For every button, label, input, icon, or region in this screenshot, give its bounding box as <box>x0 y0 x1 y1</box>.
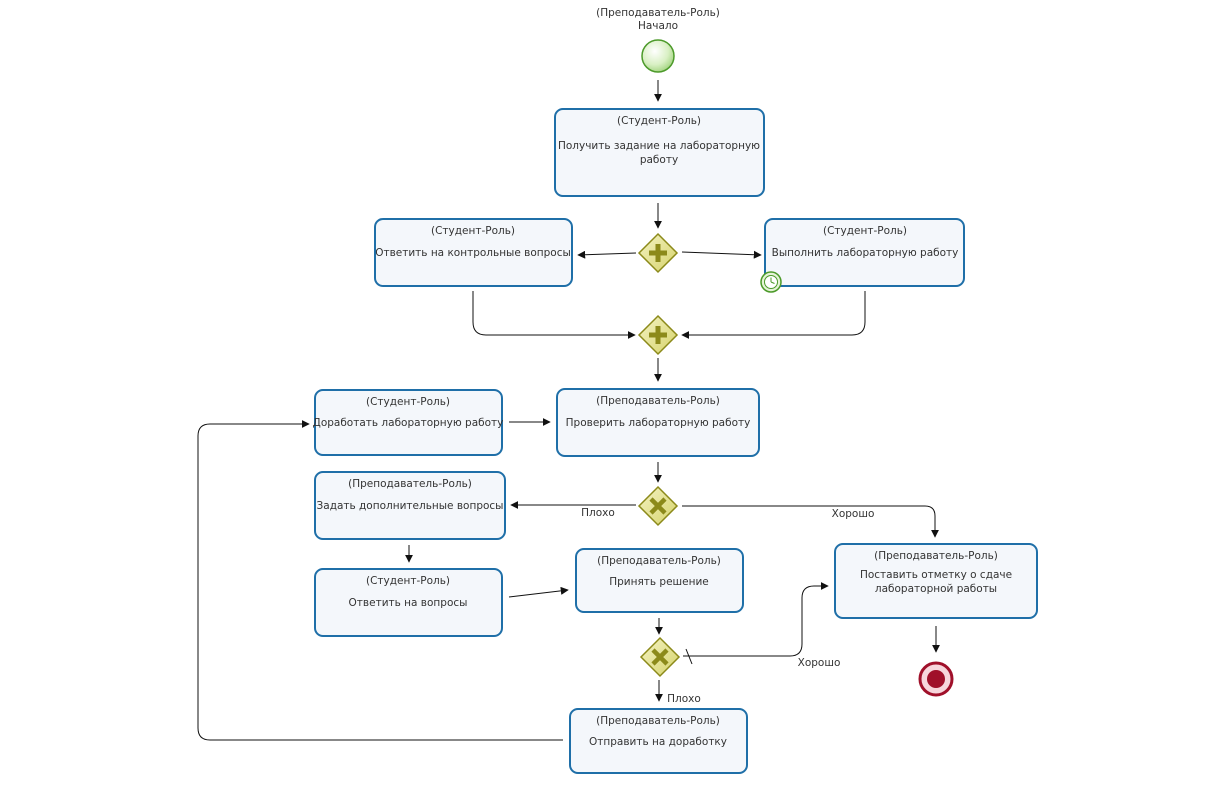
task-role: (Преподаватель-Роль) <box>348 478 472 490</box>
task-label-line-1: Ответить на вопросы <box>349 597 468 609</box>
task-role: (Преподаватель-Роль) <box>597 555 721 567</box>
task-label-line-1: Получить задание на лабораторную <box>558 140 760 152</box>
task-make-decision[interactable]: (Преподаватель-Роль) Принять решение <box>575 548 744 613</box>
edge-answer-to-join <box>472 291 636 339</box>
task-label-line-1: Проверить лабораторную работу <box>566 417 751 429</box>
edge-decision-good <box>683 582 829 657</box>
edge-answer-to-decision <box>508 586 569 598</box>
task-answer-control-questions[interactable]: (Студент-Роль) Ответить на контрольные в… <box>374 218 573 287</box>
task-answer-questions[interactable]: (Студент-Роль) Ответить на вопросы <box>314 568 503 637</box>
task-role: (Студент-Роль) <box>617 115 701 127</box>
end-event[interactable] <box>918 661 954 697</box>
task-label-line-1: Отправить на доработку <box>589 736 727 748</box>
edge-split-to-do <box>681 250 762 259</box>
task-label-line-2: лабораторной работы <box>875 583 997 595</box>
exclusive-decision-gateway[interactable] <box>639 636 681 678</box>
task-get-assignment[interactable]: (Студент-Роль) Получить задание на лабор… <box>554 108 765 197</box>
task-ask-extra-questions[interactable]: (Преподаватель-Роль) Задать дополнительн… <box>314 471 506 540</box>
task-label-line-1: Задать дополнительные вопросы <box>317 500 504 512</box>
edge-do-to-join <box>681 291 866 339</box>
task-role: (Преподаватель-Роль) <box>874 550 998 562</box>
task-label-line-1: Доработать лабораторную работу <box>313 417 504 429</box>
edge-label-bad-2: Плохо <box>667 693 701 705</box>
edge-label-bad-1: Плохо <box>581 507 615 519</box>
task-role: (Студент-Роль) <box>366 396 450 408</box>
edge-label-good-1: Хорошо <box>832 508 875 520</box>
task-label-line-1: Поставить отметку о сдаче <box>860 569 1012 581</box>
start-label: Начало <box>638 20 678 32</box>
x-icon <box>649 497 667 515</box>
plus-icon <box>649 326 667 344</box>
x-icon <box>651 648 669 666</box>
task-label-line-1: Принять решение <box>609 576 709 588</box>
start-event[interactable]: (Преподаватель-Роль) Начало <box>596 7 720 73</box>
edge-send-to-rework <box>197 420 563 741</box>
default-flow-mark <box>685 648 693 665</box>
task-role: (Преподаватель-Роль) <box>596 395 720 407</box>
task-label-line-1: Ответить на контрольные вопросы <box>375 247 571 259</box>
task-check-lab[interactable]: (Преподаватель-Роль) Проверить лаборатор… <box>556 388 760 457</box>
parallel-split-gateway[interactable] <box>637 232 679 274</box>
edge-gateway-good <box>682 505 939 538</box>
task-role: (Студент-Роль) <box>431 225 515 237</box>
task-rework-lab[interactable]: (Студент-Роль) Доработать лабораторную р… <box>313 389 504 456</box>
task-role: (Преподаватель-Роль) <box>596 715 720 727</box>
plus-icon <box>649 244 667 262</box>
start-circle[interactable] <box>641 39 675 73</box>
edge-label-good-2: Хорошо <box>798 657 841 669</box>
task-send-rework[interactable]: (Преподаватель-Роль) Отправить на дорабо… <box>569 708 748 774</box>
task-role: (Студент-Роль) <box>366 575 450 587</box>
parallel-join-gateway[interactable] <box>637 314 679 356</box>
timer-icon <box>760 271 782 293</box>
exclusive-check-gateway[interactable] <box>637 485 679 527</box>
task-label-line-1: Выполнить лабораторную работу <box>772 247 959 259</box>
edges <box>197 80 940 741</box>
edge-split-to-answer <box>577 250 637 259</box>
task-role: (Студент-Роль) <box>823 225 907 237</box>
task-set-mark[interactable]: (Преподаватель-Роль) Поставить отметку о… <box>834 543 1038 619</box>
task-do-lab[interactable]: (Студент-Роль) Выполнить лабораторную ра… <box>760 218 965 293</box>
task-label-line-2: работу <box>640 154 678 166</box>
start-role-label: (Преподаватель-Роль) <box>596 7 720 19</box>
